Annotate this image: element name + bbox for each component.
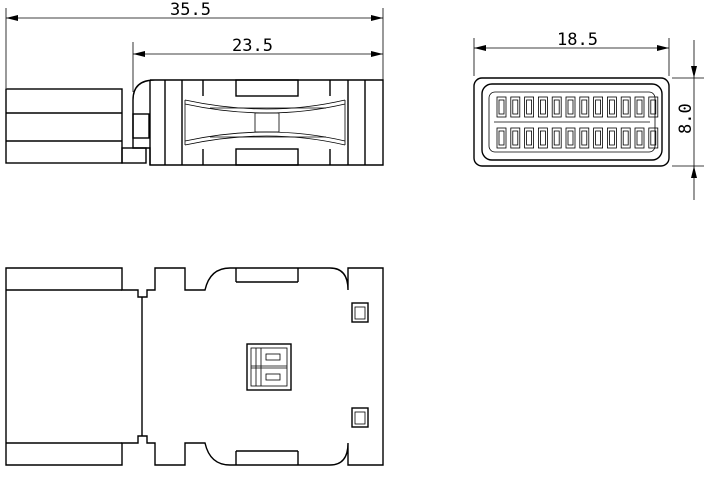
contact-pin-inner — [622, 130, 629, 146]
contact-pin-inner — [595, 99, 601, 115]
contact-pin — [524, 96, 534, 118]
contact-pin-inner — [567, 99, 574, 115]
contact-pin — [620, 127, 631, 149]
latch-window-bottom — [351, 407, 369, 428]
contact-pin — [579, 127, 590, 149]
contact-pin — [565, 96, 576, 118]
contact-pin-inner — [636, 130, 643, 146]
center-contact-block — [246, 343, 292, 391]
top-view — [5, 267, 384, 466]
dimension-label-body-length: 23.5 — [232, 36, 273, 56]
contact-pin-inner — [526, 99, 532, 115]
contact-pin-inner — [650, 130, 657, 146]
contact-pin — [551, 96, 562, 118]
dimension-label-width: 18.5 — [557, 30, 598, 50]
upper-contact-row — [496, 96, 659, 118]
dimension-width: 18.5 — [473, 30, 670, 76]
contact-pin — [607, 96, 617, 118]
contact-pin-inner — [595, 130, 601, 146]
contact-pin-inner — [581, 99, 588, 115]
contact-pin-inner — [512, 130, 519, 146]
contact-pin-inner — [498, 99, 505, 115]
dimension-height: 8.0 — [672, 40, 704, 200]
contact-pin-inner — [650, 99, 657, 115]
contact-pin-inner — [581, 130, 588, 146]
contact-pin-inner — [526, 130, 532, 146]
contact-pin — [634, 96, 645, 118]
contact-pin — [634, 127, 645, 149]
contact-pin-inner — [540, 99, 546, 115]
dimension-label-overall-length: 35.5 — [170, 0, 211, 20]
latch-window-top — [351, 302, 369, 323]
side-view — [5, 79, 384, 166]
contact-pin — [496, 127, 507, 149]
contact-pin — [538, 127, 548, 149]
contact-pin-inner — [512, 99, 519, 115]
contact-pin — [565, 127, 576, 149]
contact-pin — [510, 96, 521, 118]
contact-pin — [648, 127, 659, 149]
dimension-label-height: 8.0 — [676, 103, 696, 134]
contact-pin-inner — [609, 99, 615, 115]
contact-pin — [607, 127, 617, 149]
contact-pin-inner — [636, 99, 643, 115]
dimension-overall-length: 35.5 — [5, 0, 384, 88]
contact-pin — [510, 127, 521, 149]
contact-pin — [579, 96, 590, 118]
contact-pin-inner — [567, 130, 574, 146]
lower-contact-row — [496, 127, 659, 149]
contact-pin — [496, 96, 507, 118]
dimension-body-length: 23.5 — [132, 36, 383, 92]
contact-pin-inner — [540, 130, 546, 146]
contact-pin — [538, 96, 548, 118]
contact-pin — [648, 96, 659, 118]
front-view — [473, 77, 670, 167]
contact-pin — [620, 96, 631, 118]
contact-pin — [593, 127, 603, 149]
contact-pin-inner — [622, 99, 629, 115]
contact-pin — [593, 96, 603, 118]
contact-pin — [551, 127, 562, 149]
contact-pin-inner — [498, 130, 505, 146]
contact-pin — [524, 127, 534, 149]
contact-pin-inner — [553, 99, 560, 115]
contact-pin-inner — [553, 130, 560, 146]
contact-pin-inner — [609, 130, 615, 146]
